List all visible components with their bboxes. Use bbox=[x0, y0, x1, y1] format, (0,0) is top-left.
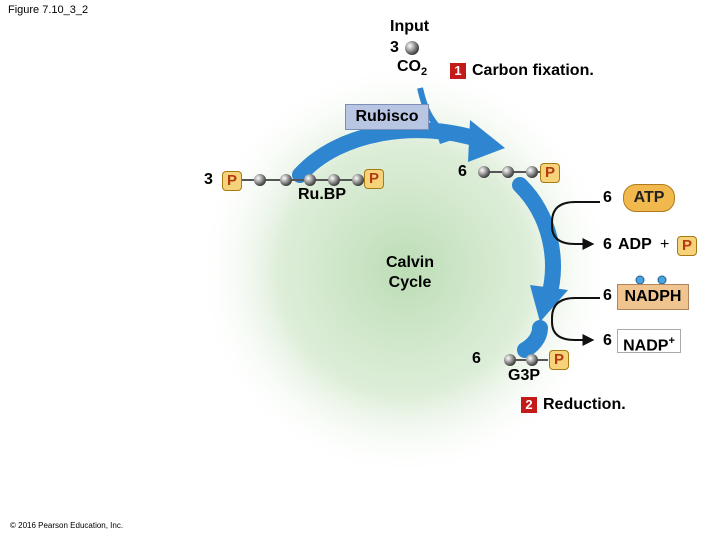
atp-label: ATP bbox=[623, 184, 675, 212]
input-molecule: CO2 bbox=[397, 58, 427, 78]
cycle-arrow-icon bbox=[517, 320, 548, 358]
g3p-name: G3P bbox=[508, 367, 541, 384]
carbon-bead-icon bbox=[502, 166, 514, 178]
phosphate-icon: P bbox=[222, 171, 242, 191]
carbon-bead-icon bbox=[304, 174, 316, 186]
carbon-bead-icon bbox=[478, 166, 490, 178]
carbon-bead-icon bbox=[352, 174, 364, 186]
nadph-count: 6 bbox=[603, 287, 612, 304]
copyright: © 2016 Pearson Education, Inc. bbox=[10, 521, 124, 530]
adp-plus: + bbox=[660, 236, 670, 253]
electron-icon bbox=[635, 275, 645, 285]
calvin-label-line2: Cycle bbox=[388, 274, 432, 291]
phosphate-icon: P bbox=[364, 169, 384, 189]
nadph-branch-arrow bbox=[551, 297, 600, 346]
stage-2-label: 2 Reduction. bbox=[521, 396, 626, 414]
figure-label: Figure 7.10_3_2 bbox=[8, 4, 89, 16]
carbon-bead-icon bbox=[280, 174, 292, 186]
stage-1-label: 1 Carbon fixation. bbox=[450, 62, 594, 80]
adp-count: 6 bbox=[603, 236, 612, 253]
nadp-count: 6 bbox=[603, 332, 612, 349]
rubp-count: 3 bbox=[204, 171, 213, 188]
arrowhead-icon bbox=[432, 120, 458, 144]
stage-2-badge: 2 bbox=[521, 397, 537, 413]
input-count: 3 bbox=[390, 39, 399, 56]
cycle-arrow-icon bbox=[292, 122, 488, 183]
calvin-cycle-label: Calvin Cycle bbox=[375, 253, 445, 293]
nadp-label: NADP+ bbox=[617, 329, 681, 355]
carbon-bead-icon bbox=[328, 174, 340, 186]
electron-icon bbox=[657, 275, 667, 285]
g3p-count: 6 bbox=[472, 350, 481, 367]
intermediate-count: 6 bbox=[458, 163, 467, 180]
carbon-bead-icon bbox=[405, 41, 419, 55]
stage-1-badge: 1 bbox=[450, 63, 466, 79]
carbon-bead-icon bbox=[254, 174, 266, 186]
g3p-chain bbox=[504, 354, 548, 366]
co2-base: CO bbox=[397, 58, 421, 75]
intermediate-chain bbox=[478, 166, 546, 178]
stage-1-text: Carbon fixation. bbox=[472, 62, 594, 79]
arrowhead-icon bbox=[530, 285, 568, 322]
carbon-bead-icon bbox=[526, 354, 538, 366]
atp-branch-arrow bbox=[551, 201, 600, 250]
carbon-bead-icon bbox=[504, 354, 516, 366]
co2-subscript: 2 bbox=[421, 66, 428, 79]
rubisco-enzyme: Rubisco bbox=[345, 104, 429, 130]
carbon-bead-icon bbox=[526, 166, 538, 178]
nadp-base: NADP bbox=[623, 337, 669, 355]
atp-count: 6 bbox=[603, 189, 612, 206]
input-title: Input bbox=[390, 18, 430, 35]
arrowhead-icon bbox=[468, 120, 505, 162]
stage-2-text: Reduction. bbox=[543, 396, 626, 413]
rubp-name: Ru.BP bbox=[298, 186, 346, 203]
cycle-arrow-icon bbox=[512, 177, 561, 308]
rubp-chain bbox=[242, 174, 372, 186]
calvin-label-line1: Calvin bbox=[385, 254, 434, 271]
nadph-label: NADPH bbox=[617, 284, 689, 310]
nadp-superscript: + bbox=[668, 335, 675, 347]
adp-label: ADP bbox=[618, 236, 652, 253]
phosphate-icon: P bbox=[549, 350, 569, 370]
phosphate-icon: P bbox=[677, 236, 697, 256]
phosphate-icon: P bbox=[540, 163, 560, 183]
